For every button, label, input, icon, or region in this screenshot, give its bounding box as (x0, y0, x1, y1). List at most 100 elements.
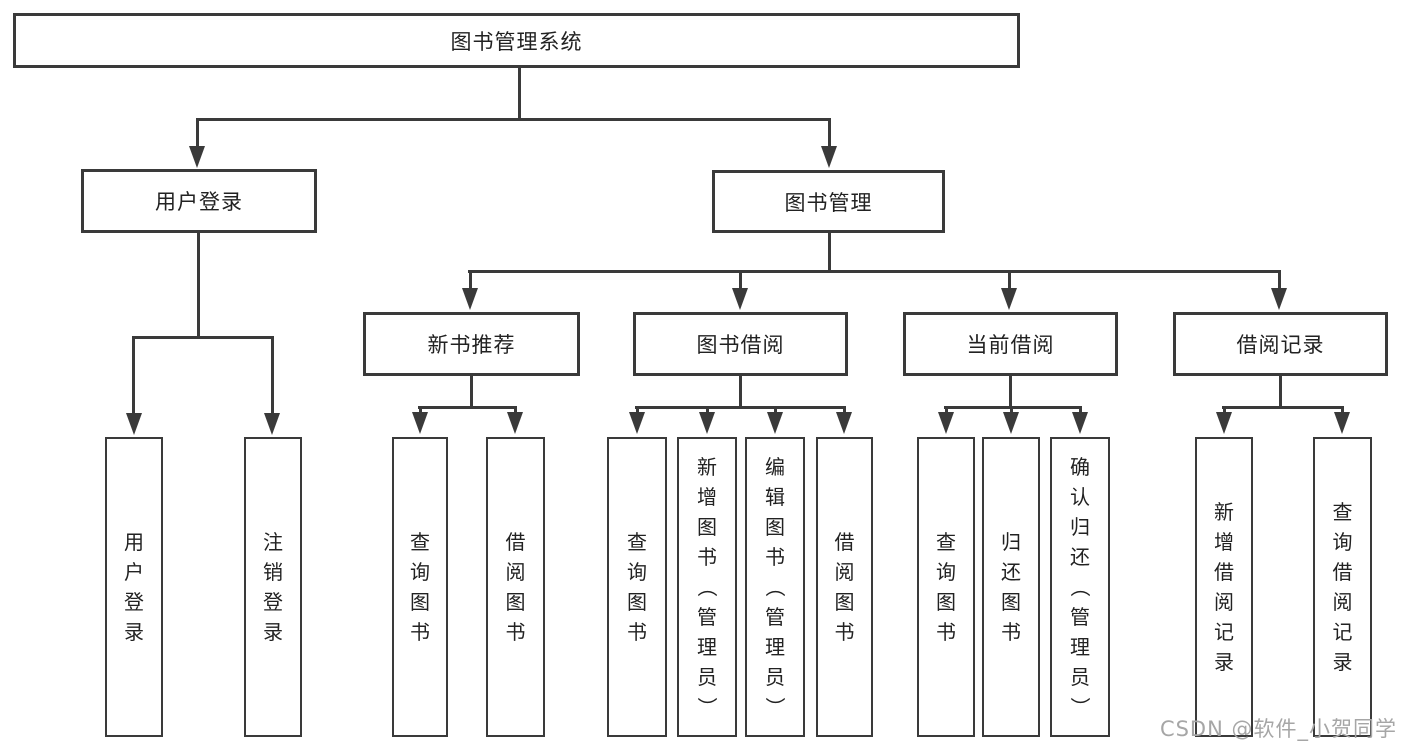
vertical-char: 图 (505, 590, 526, 614)
node-new-book-recommend: 新书推荐 (363, 312, 580, 376)
connector-line (1222, 406, 1344, 409)
vertical-char: 书 (697, 545, 717, 569)
arrow-down-icon (938, 412, 954, 434)
vertical-char: 归 (1001, 530, 1021, 554)
vertical-char: 辑 (765, 485, 785, 509)
arrow-down-icon (821, 146, 837, 168)
vertical-char: 录 (1214, 650, 1234, 674)
vertical-char: ） (695, 697, 719, 717)
vertical-char: 确 (1070, 455, 1090, 479)
arrow-down-icon (507, 412, 523, 434)
node-root: 图书管理系统 (13, 13, 1020, 68)
leaf-add-borrow-record: 新增借阅记录 (1195, 437, 1253, 737)
connector-line (271, 336, 274, 415)
vertical-char: 登 (263, 590, 283, 614)
vertical-char: 理 (1070, 635, 1090, 659)
arrow-down-icon (1003, 412, 1019, 434)
vertical-char: 用 (124, 530, 144, 554)
node-book-borrowing: 图书借阅 (633, 312, 848, 376)
vertical-char: 登 (124, 590, 144, 614)
leaf-label: 新增借阅记录 (1214, 497, 1234, 677)
connector-line (739, 270, 742, 290)
arrow-down-icon (1072, 412, 1088, 434)
connector-line (1341, 406, 1344, 415)
connector-line (944, 406, 1082, 409)
leaf-label: 查询图书 (410, 527, 430, 647)
vertical-char: 员 (697, 665, 717, 689)
vertical-char: 图 (1001, 590, 1021, 614)
node-book-management: 图书管理 (712, 170, 945, 233)
connector-line (1010, 406, 1013, 415)
node-label: 图书管理 (784, 190, 873, 215)
arrow-down-icon (836, 412, 852, 434)
leaf-query-books-1: 查询图书 (392, 437, 448, 737)
vertical-char: 图 (410, 590, 430, 614)
vertical-char: 归 (1070, 515, 1090, 539)
vertical-char: 编 (765, 455, 785, 479)
arrow-down-icon (126, 413, 142, 435)
vertical-char: 图 (697, 515, 717, 539)
connector-line (828, 118, 831, 147)
vertical-char: 阅 (1332, 590, 1353, 614)
arrow-down-icon (189, 146, 205, 168)
watermark: CSDN @软件_小贺同学 (1159, 717, 1397, 741)
vertical-char: 记 (1332, 620, 1353, 644)
vertical-char: 书 (834, 620, 855, 644)
connector-line (635, 406, 846, 409)
vertical-char: 阅 (505, 560, 526, 584)
connector-line (132, 336, 274, 339)
vertical-char: 户 (124, 560, 144, 584)
arrow-down-icon (629, 412, 645, 434)
connector-line (196, 118, 199, 147)
connector-line (843, 406, 846, 415)
connector-line (1079, 406, 1082, 415)
arrow-down-icon (699, 412, 715, 434)
node-label: 用户登录 (155, 190, 243, 214)
node-label: 借阅记录 (1236, 333, 1325, 357)
connector-line (196, 118, 831, 121)
arrow-down-icon (1271, 288, 1287, 310)
leaf-logout: 注销登录 (244, 437, 302, 737)
connector-line (1279, 376, 1282, 409)
connector-line (636, 406, 639, 415)
leaf-label: 注销登录 (263, 527, 283, 647)
leaf-borrow-books-1: 借阅图书 (486, 437, 545, 737)
vertical-char: 询 (627, 560, 647, 584)
node-label: 图书借阅 (696, 333, 785, 357)
vertical-char: 书 (1001, 620, 1021, 644)
vertical-char: 理 (697, 635, 717, 659)
leaf-label: 确认归还（管理员） (1068, 452, 1092, 722)
vertical-char: 新 (1214, 500, 1234, 524)
arrow-down-icon (1216, 412, 1232, 434)
vertical-char: 管 (765, 605, 785, 629)
leaf-label: 用户登录 (124, 527, 144, 647)
vertical-char: 图 (765, 515, 785, 539)
vertical-char: 员 (1070, 665, 1090, 689)
vertical-char: （ (1068, 577, 1092, 597)
vertical-char: 书 (765, 545, 785, 569)
vertical-char: 借 (1214, 560, 1234, 584)
vertical-char: 图 (627, 590, 647, 614)
vertical-char: 询 (936, 560, 956, 584)
vertical-char: （ (763, 577, 787, 597)
vertical-char: 新 (697, 455, 717, 479)
vertical-char: 查 (936, 530, 956, 554)
arrow-down-icon (1334, 412, 1350, 434)
leaf-edit-book-admin: 编辑图书（管理员） (745, 437, 805, 737)
connector-line (1008, 270, 1011, 290)
vertical-char: 录 (1332, 650, 1353, 674)
node-user-login-group: 用户登录 (81, 169, 317, 233)
node-borrowing-records: 借阅记录 (1173, 312, 1388, 376)
vertical-char: 查 (1332, 500, 1353, 524)
leaf-label: 新增图书（管理员） (695, 452, 719, 722)
vertical-char: 图 (936, 590, 956, 614)
leaf-label: 查询借阅记录 (1333, 497, 1353, 677)
node-label: 当前借阅 (966, 333, 1055, 357)
connector-line (1278, 270, 1281, 290)
vertical-char: 询 (410, 560, 430, 584)
vertical-char: 管 (1070, 605, 1090, 629)
vertical-char: 借 (834, 530, 855, 554)
leaf-add-book-admin: 新增图书（管理员） (677, 437, 737, 737)
vertical-char: 增 (697, 485, 717, 509)
